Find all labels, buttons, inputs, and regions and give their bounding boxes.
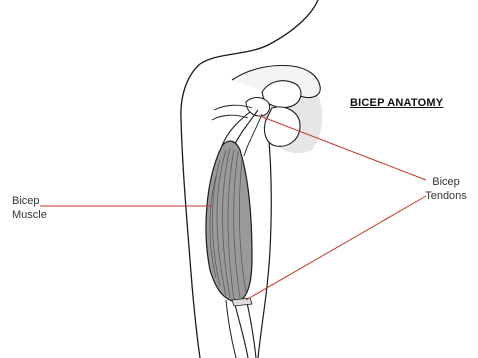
diagram-title: BICEP ANATOMY xyxy=(350,97,443,109)
forearm-muscle xyxy=(226,300,236,358)
arm-inner-edge xyxy=(258,130,271,358)
lower-tendon xyxy=(234,298,256,358)
bicep-tendons-label: Bicep Tendons xyxy=(416,175,476,203)
lower-tendon-pointer-line xyxy=(246,196,426,300)
humerus-head xyxy=(264,107,300,146)
bicep-tendons-label-line1: Bicep xyxy=(416,175,476,189)
coracoid xyxy=(246,98,270,117)
bicep-muscle-label: Bicep Muscle xyxy=(12,194,72,222)
shoulder-detail xyxy=(212,105,252,120)
bicep-tendons-label-line2: Tendons xyxy=(416,189,476,203)
bicep-muscle-label-line1: Bicep xyxy=(12,194,72,208)
bicep-muscle-label-line2: Muscle xyxy=(12,208,72,222)
tendon-strap xyxy=(244,114,262,156)
